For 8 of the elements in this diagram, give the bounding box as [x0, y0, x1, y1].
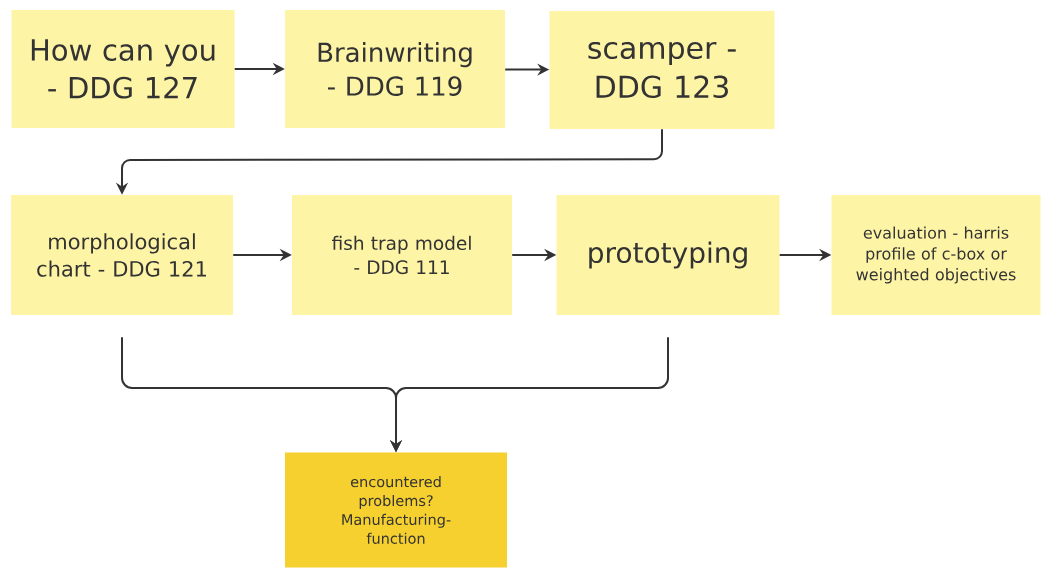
sticky-note: How can you - DDG 127 [11, 10, 235, 128]
sticky-note: Brainwriting - DDG 119 [285, 10, 505, 128]
sticky-note: evaluation - harris profile of c-box or weighted objectives [831, 195, 1041, 315]
sticky-note: morphological chart - DDG 121 [11, 195, 233, 315]
sticky-note: scamper - DDG 123 [549, 11, 775, 129]
sticky-note: prototyping [556, 195, 780, 315]
sticky-note: fish trap model - DDG 111 [292, 195, 512, 315]
sticky-note: encountered problems? Manufacturing-function [285, 452, 507, 568]
